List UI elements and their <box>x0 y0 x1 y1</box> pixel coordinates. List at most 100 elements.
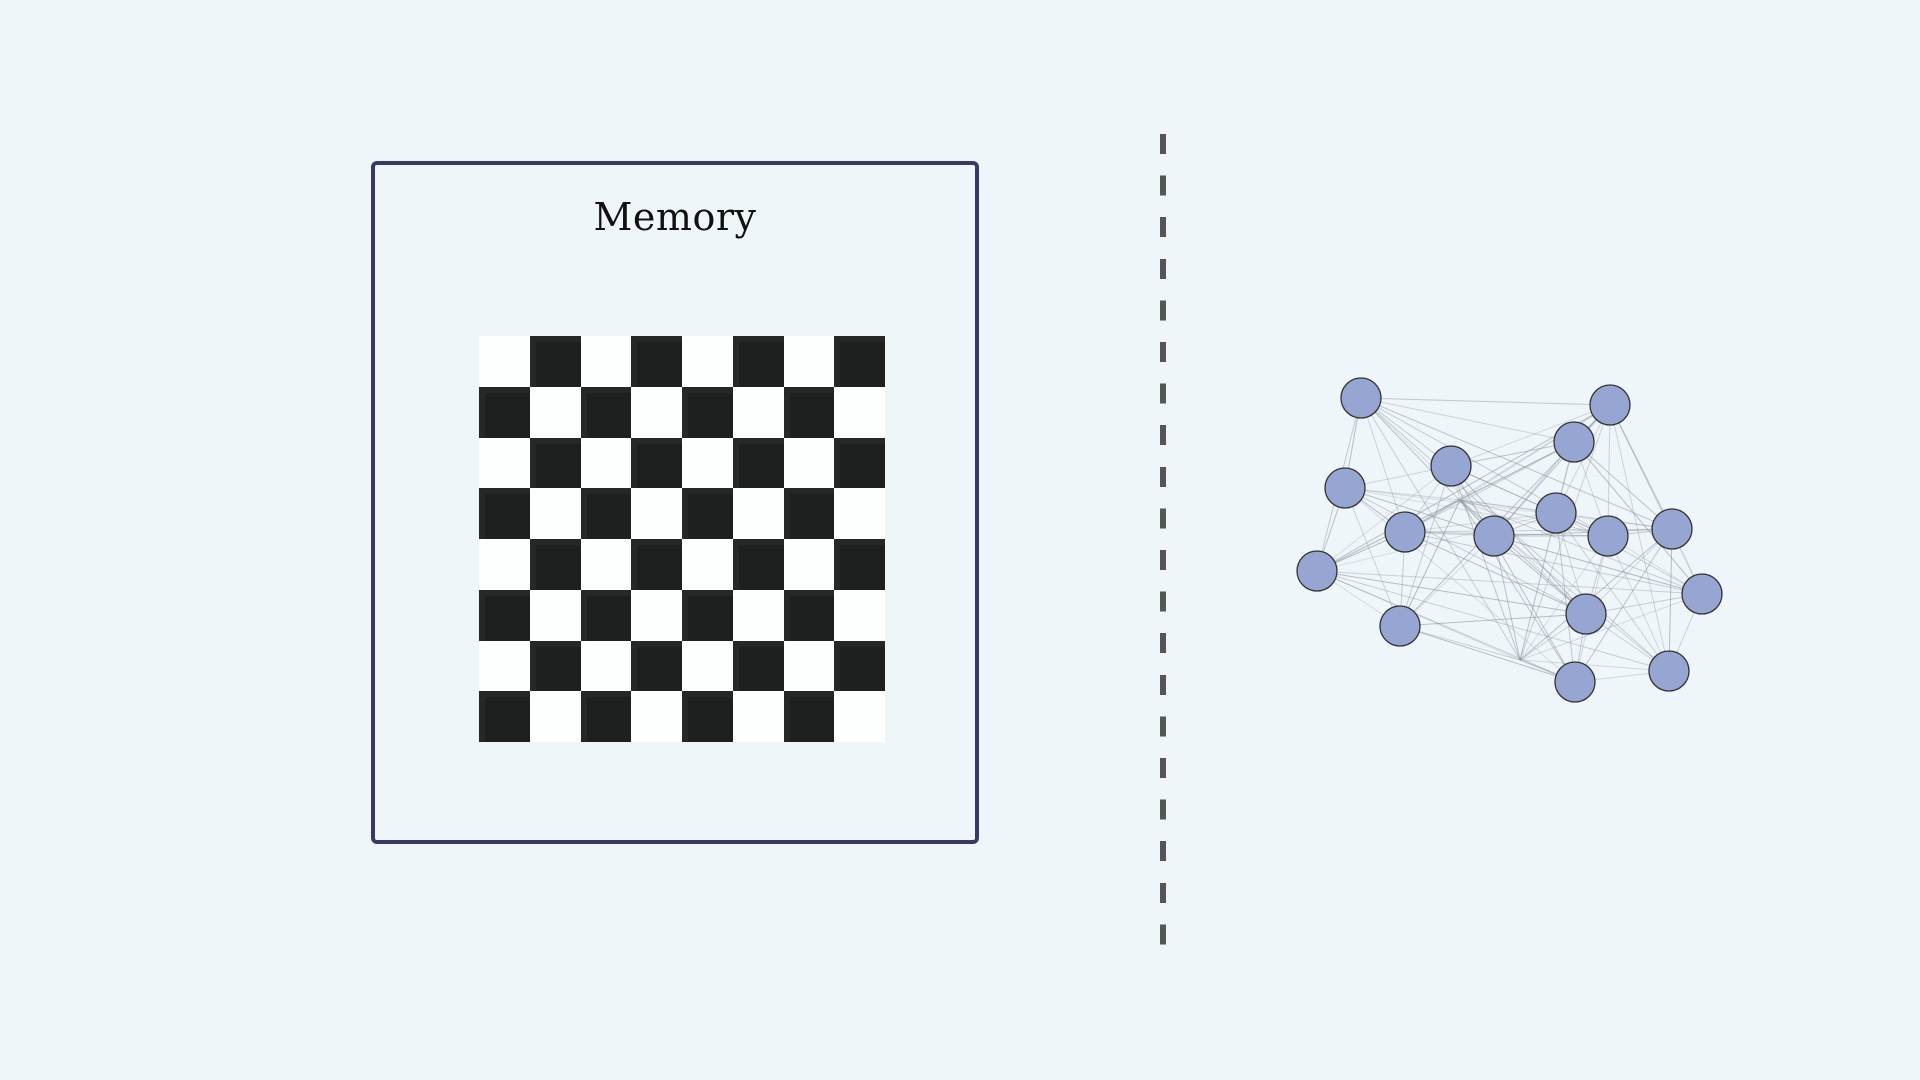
checker-square-dark <box>479 386 530 438</box>
checker-square-dark <box>682 386 733 438</box>
graph-edge <box>1360 397 1611 406</box>
checker-square-light <box>682 640 733 692</box>
checker-square-dark <box>682 589 733 641</box>
graph-edge <box>1360 397 1495 537</box>
graph-node <box>1296 550 1338 592</box>
checker-square-light <box>682 437 733 489</box>
graph-node <box>1681 573 1723 615</box>
checker-square-dark <box>631 640 682 692</box>
graph-edge <box>1493 535 1521 661</box>
graph-edge <box>1573 441 1673 530</box>
graph-edge <box>1316 570 1703 595</box>
checker-square-light <box>631 386 682 438</box>
graph-edge <box>1316 570 1576 683</box>
checker-square-dark <box>682 691 733 742</box>
graph-edge <box>1519 593 1703 661</box>
memory-panel: Memory <box>371 161 979 844</box>
graph-node <box>1384 511 1426 553</box>
graph-nodes <box>1296 377 1723 703</box>
graph-edge <box>1399 465 1452 627</box>
checker-square-light <box>529 589 581 641</box>
graph-edge <box>1316 570 1670 672</box>
graph-edge <box>1493 404 1611 537</box>
checker-square-dark <box>529 539 581 590</box>
dashed-divider <box>1160 134 1166 946</box>
graph-edge <box>1573 441 1703 595</box>
memory-title: Memory <box>593 195 757 239</box>
checker-square-light <box>580 539 632 590</box>
checker-square-light <box>580 640 632 692</box>
network-graph <box>1296 377 1723 703</box>
checker-square-dark <box>834 640 885 692</box>
checker-square-dark <box>682 488 733 539</box>
graph-edge <box>1459 499 1587 615</box>
checker-square-dark <box>580 488 632 539</box>
graph-edge <box>1316 441 1575 572</box>
graph-edge <box>1344 487 1495 537</box>
graph-node <box>1589 384 1631 426</box>
graph-edge <box>1404 441 1575 533</box>
graph-edge <box>1316 570 1587 615</box>
graph-edge <box>1316 570 1521 661</box>
checkerboard <box>479 336 885 742</box>
checker-square-light <box>529 488 581 539</box>
graph-edge <box>1555 512 1576 683</box>
checker-square-light <box>834 691 885 742</box>
checker-square-dark <box>529 640 581 692</box>
checker-square-light <box>783 640 835 692</box>
checker-square-dark <box>834 539 885 590</box>
graph-edge <box>1609 404 1703 595</box>
checker-square-dark <box>834 437 885 489</box>
graph-edge <box>1555 512 1670 672</box>
checker-square-light <box>732 589 784 641</box>
graph-node <box>1324 467 1366 509</box>
graph-node <box>1648 650 1690 692</box>
checker-square-light <box>529 386 581 438</box>
graph-edge <box>1360 397 1521 661</box>
graph-node <box>1553 421 1595 463</box>
graph-edge <box>1555 512 1703 595</box>
checker-square-dark <box>631 539 682 590</box>
graph-edge <box>1519 528 1673 661</box>
graph-edge <box>1574 528 1673 683</box>
checker-square-light <box>834 386 885 438</box>
checker-square-dark <box>580 589 632 641</box>
checker-square-light <box>631 589 682 641</box>
graph-node <box>1473 515 1515 557</box>
graph-edge <box>1399 625 1576 683</box>
graph-edge <box>1607 404 1611 537</box>
checker-square-dark <box>732 539 784 590</box>
checker-square-light <box>682 336 733 387</box>
checker-square-light <box>732 386 784 438</box>
checker-square-dark <box>479 589 530 641</box>
checker-square-light <box>479 539 530 590</box>
graph-edge <box>1493 535 1703 595</box>
graph-edge <box>1344 487 1576 683</box>
graph-node <box>1565 593 1607 635</box>
graph-edge <box>1360 397 1673 530</box>
graph-edge <box>1360 397 1670 672</box>
checker-square-light <box>479 336 530 387</box>
graph-edge <box>1360 397 1575 443</box>
graph-node <box>1554 661 1596 703</box>
graph-edge <box>1316 512 1557 572</box>
graph-edge <box>1399 613 1587 627</box>
checker-square-light <box>783 336 835 387</box>
checker-square-light <box>479 437 530 489</box>
checker-square-dark <box>580 386 632 438</box>
graph-node <box>1340 377 1382 419</box>
graph-edge <box>1450 465 1587 615</box>
graph-node <box>1379 605 1421 647</box>
graph-edge <box>1519 659 1670 672</box>
graph-node <box>1430 445 1472 487</box>
checker-square-light <box>834 589 885 641</box>
checker-square-dark <box>732 437 784 489</box>
graph-edge <box>1609 404 1670 672</box>
graph-edge <box>1399 535 1495 627</box>
checker-square-dark <box>783 386 835 438</box>
graph-edge <box>1459 499 1609 537</box>
checker-square-dark <box>783 488 835 539</box>
graph-edge <box>1459 441 1575 501</box>
checker-square-light <box>732 691 784 742</box>
checker-square-light <box>631 691 682 742</box>
